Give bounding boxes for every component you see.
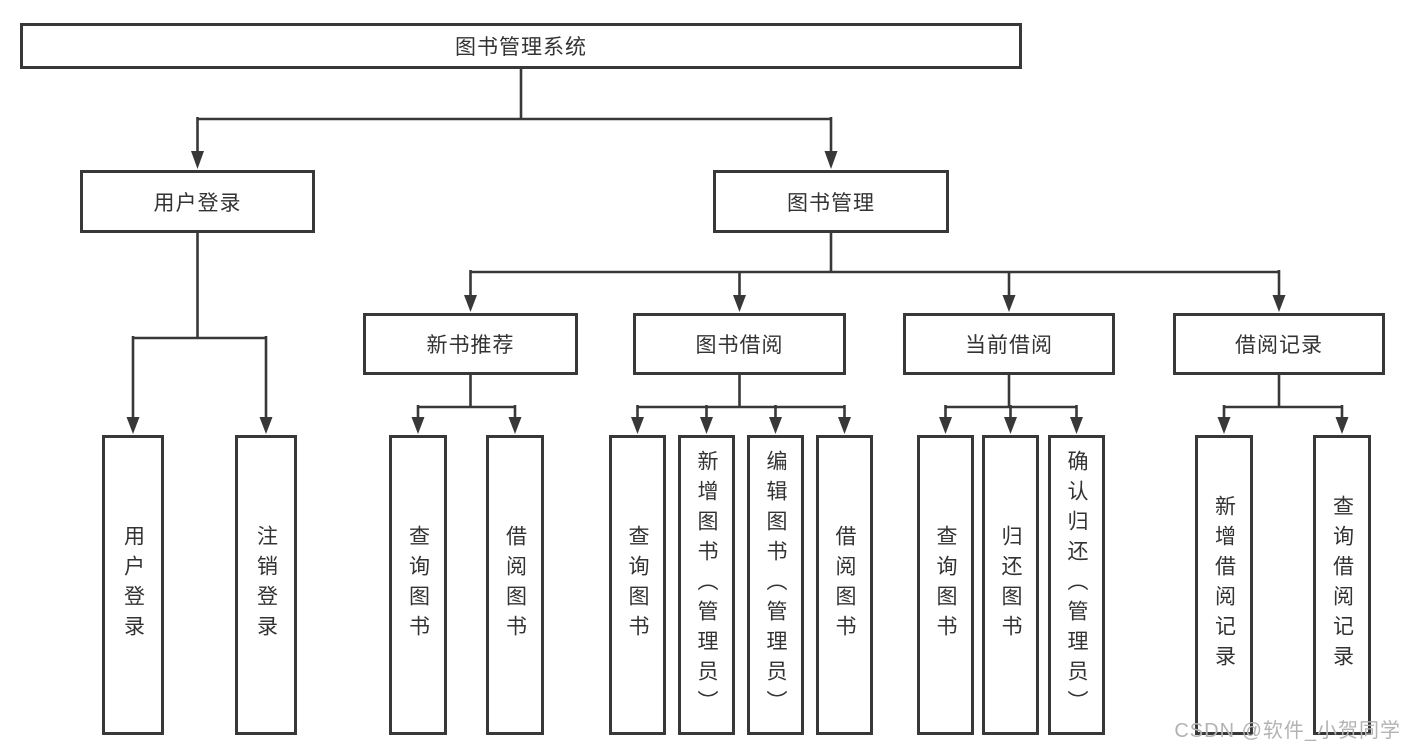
leaf-label: 借阅图书 <box>503 525 527 645</box>
node-user-login: 用户登录 <box>80 170 315 233</box>
leaf-label: 新增借阅记录 <box>1212 495 1236 675</box>
leaf-label: 查询图书 <box>626 525 649 645</box>
leaf-borrowing-borrow-books: 借阅图书 <box>816 435 873 735</box>
node-label: 当前借阅 <box>965 334 1053 357</box>
leaf-label: 借阅图书 <box>833 525 856 645</box>
connector-recommend-to-leaves <box>411 375 522 434</box>
leaf-label: 查询图书 <box>934 525 957 645</box>
connector-borrow-to-leaves <box>631 375 851 434</box>
leaf-borrowing-add-books-admin: 新增图书（管理员） <box>678 435 735 735</box>
leaf-user-login: 用户登录 <box>102 435 164 735</box>
leaf-label: 查询借阅记录 <box>1330 495 1354 675</box>
leaf-current-confirm-return-admin: 确认归还（管理员） <box>1048 435 1105 735</box>
node-label: 新书推荐 <box>426 334 515 357</box>
leaf-label: 查询图书 <box>406 525 430 645</box>
connector-records-to-leaves <box>1217 375 1349 434</box>
leaf-borrowing-query-books: 查询图书 <box>609 435 666 735</box>
connector-login-to-leaves <box>126 233 273 434</box>
node-current-borrowing: 当前借阅 <box>903 313 1115 375</box>
leaf-label: 注销登录 <box>254 525 278 645</box>
node-label: 图书借阅 <box>695 334 784 357</box>
leaf-logout: 注销登录 <box>235 435 297 735</box>
connector-root-to-level2 <box>191 68 838 169</box>
leaf-recommend-query-books: 查询图书 <box>389 435 447 735</box>
node-new-book-recommend: 新书推荐 <box>363 313 578 375</box>
leaf-label: 编辑图书（管理员） <box>764 450 787 720</box>
node-book-management: 图书管理 <box>713 170 949 233</box>
leaf-label: 归还图书 <box>999 525 1022 645</box>
connector-current-to-leaves <box>939 375 1083 434</box>
node-label: 用户登录 <box>153 191 242 215</box>
leaf-recommend-borrow-books: 借阅图书 <box>486 435 544 735</box>
node-library-management-system: 图书管理系统 <box>20 23 1022 69</box>
connector-mgmt-to-level3 <box>464 233 1286 312</box>
node-borrow-records: 借阅记录 <box>1173 313 1385 375</box>
leaf-records-add-borrow-record: 新增借阅记录 <box>1195 435 1253 735</box>
leaf-current-return-books: 归还图书 <box>982 435 1039 735</box>
node-label: 图书管理系统 <box>455 36 587 59</box>
node-label: 借阅记录 <box>1235 334 1323 357</box>
csdn-watermark: CSDN @软件_小贺同学 <box>1174 720 1401 742</box>
node-label: 图书管理 <box>787 191 875 215</box>
leaf-current-query-books: 查询图书 <box>917 435 974 735</box>
leaf-records-query-borrow-record: 查询借阅记录 <box>1313 435 1371 735</box>
leaf-borrowing-edit-books-admin: 编辑图书（管理员） <box>747 435 804 735</box>
leaf-label: 新增图书（管理员） <box>695 450 718 720</box>
leaf-label: 确认归还（管理员） <box>1065 450 1088 720</box>
leaf-label: 用户登录 <box>121 525 145 645</box>
node-book-borrowing: 图书借阅 <box>633 313 846 375</box>
